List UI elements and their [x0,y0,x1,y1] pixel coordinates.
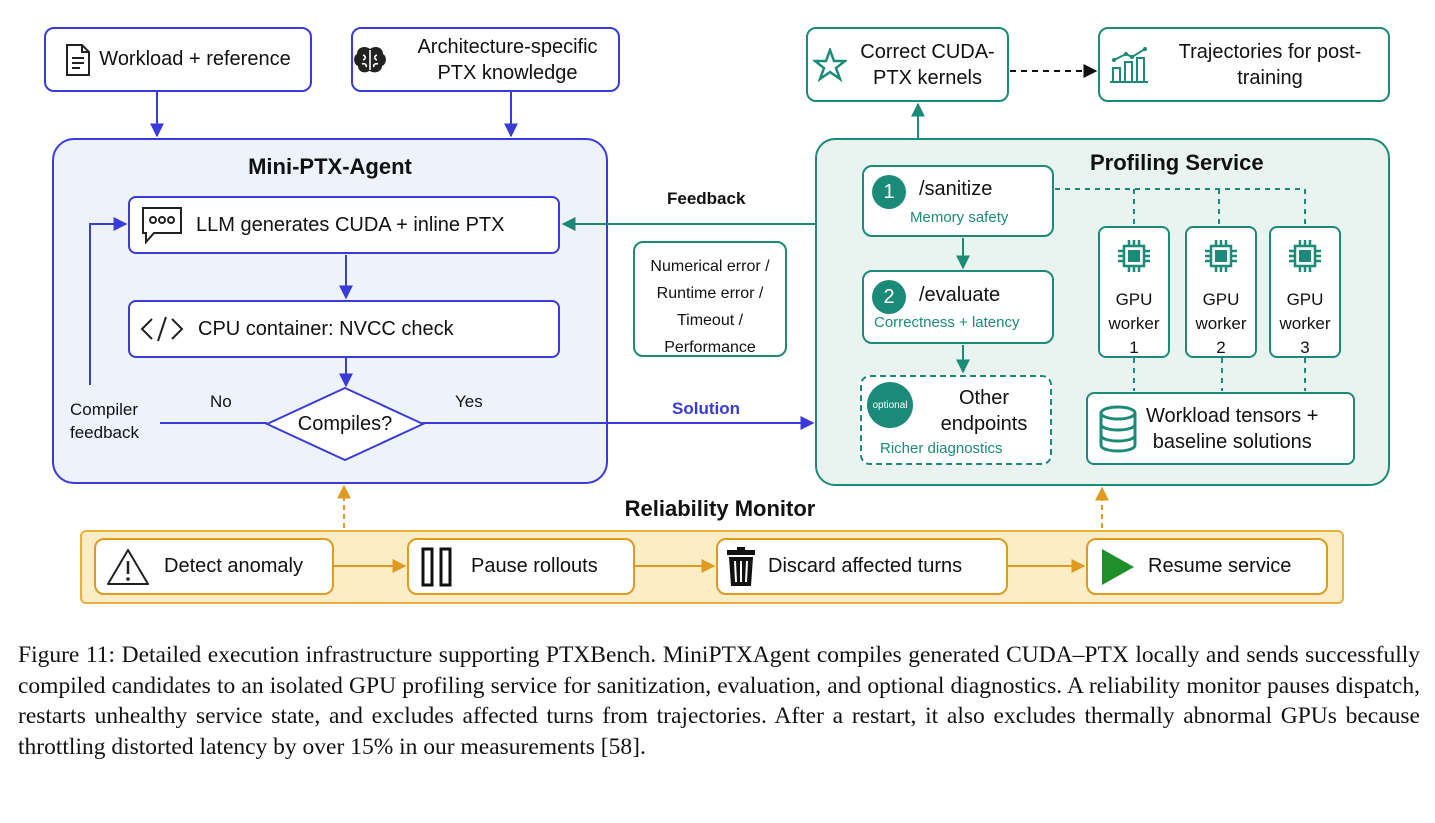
chip-icon [1116,238,1152,274]
sanitize-label: /sanitize [919,178,993,200]
step-2-badge: 2 [872,280,906,314]
monitor-title: Reliability Monitor [624,496,816,521]
evaluate-label: /evaluate [919,284,1001,306]
llm-label: LLM generates CUDA + inline PTX [196,213,505,236]
chip-icon [1287,238,1323,274]
gpu-worker-3-line1: GPU [1286,290,1324,309]
correct-kernels-box: Correct CUDA-PTX kernels [806,27,1009,102]
other-label-line1: Other [958,387,1010,409]
trajectories-label: Trajectories for post-training [1178,40,1362,89]
solution-label: Solution [672,399,740,418]
compiler-feedback-label: Compiler feedback [70,398,139,444]
gpu-worker-2-num: 2 [1216,338,1226,357]
pause-icon [421,547,453,587]
figure-caption: Figure 11: Detailed execution infrastruc… [18,642,1420,760]
gpu-worker-1-num: 1 [1129,338,1139,357]
no-label: No [210,392,232,411]
error-types-box: Numerical error / Runtime error / Timeou… [633,241,787,357]
chat-bubble-icon [140,205,184,245]
compiles-diamond [265,386,425,462]
error-numerical: Numerical error / [650,258,770,275]
detect-anomaly-label: Detect anomaly [164,555,303,577]
detect-anomaly-box: Detect anomaly [94,538,334,595]
brain-icon [353,45,387,75]
optional-badge: optional [867,382,913,428]
compiler-feedback-line2: feedback [70,423,139,442]
code-icon [140,315,184,343]
ptx-knowledge-label: Architecture-specific PTX knowledge [417,35,598,84]
evaluate-box: 2 /evaluate Correctness + latency [862,270,1054,344]
gpu-worker-3-num: 3 [1300,338,1310,357]
workload-box: Workload + reference [44,27,312,92]
tensors-line2: baseline solutions [1152,430,1312,453]
gpu-worker-1-line1: GPU [1115,290,1153,309]
trash-icon [726,546,756,587]
other-label: Other endpoints [920,385,1048,437]
trajectories-box: Trajectories for post-training [1098,27,1390,102]
pause-rollouts-label: Pause rollouts [471,555,598,577]
evaluate-sub: Correctness + latency [874,314,1020,331]
gpu-worker-2: GPU worker 2 [1185,226,1257,358]
chip-icon [1203,238,1239,274]
gpu-worker-2-line2: worker [1195,314,1247,333]
error-performance: Performance [664,339,756,356]
ptx-knowledge-box: Architecture-specific PTX knowledge [351,27,620,92]
play-icon [1100,547,1136,587]
cpu-label: CPU container: NVCC check [198,317,454,340]
resume-service-label: Resume service [1148,555,1292,577]
resume-service-box: Resume service [1086,538,1328,595]
gpu-worker-3: GPU worker 3 [1269,226,1341,358]
discard-turns-box: Discard affected turns [716,538,1008,595]
sanitize-sub: Memory safety [910,209,1009,226]
gpu-worker-1-line2: worker [1108,314,1160,333]
workload-tensors-box: Workload tensors + baseline solutions [1086,392,1355,465]
other-endpoints-box: optional Other endpoints Richer diagnost… [860,375,1052,465]
bar-chart-icon [1108,46,1150,84]
warning-icon [106,547,150,587]
other-sub: Richer diagnostics [880,440,1003,457]
compiles-label: Compiles? [297,412,393,435]
optional-tag: optional [872,399,908,411]
document-icon [65,43,91,77]
error-timeout: Timeout / [676,312,744,329]
gpu-worker-1: GPU worker 1 [1098,226,1170,358]
connector-arrows [89,64,1306,573]
error-runtime: Runtime error / [656,285,764,302]
yes-label: Yes [455,392,483,411]
cpu-container-box: CPU container: NVCC check [128,300,560,358]
feedback-label: Feedback [667,189,746,208]
profiling-title: Profiling Service [1090,150,1264,175]
kernels-label: Correct CUDA-PTX kernels [860,40,995,89]
agent-title: Mini-PTX-Agent [248,154,412,179]
discard-turns-label: Discard affected turns [768,555,963,577]
compiler-feedback-line1: Compiler [70,400,139,419]
gpu-worker-2-line1: GPU [1202,290,1240,309]
other-label-line2: endpoints [940,413,1028,435]
gpu-worker-3-line2: worker [1279,314,1331,333]
step-1-badge: 1 [872,175,906,209]
pause-rollouts-box: Pause rollouts [407,538,635,595]
llm-generates-box: LLM generates CUDA + inline PTX [128,196,560,254]
tensors-line1: Workload tensors + [1146,404,1319,427]
workload-label: Workload + reference [99,48,291,70]
star-icon [812,47,847,82]
database-icon [1098,405,1138,453]
sanitize-box: 1 /sanitize Memory safety [862,165,1054,237]
